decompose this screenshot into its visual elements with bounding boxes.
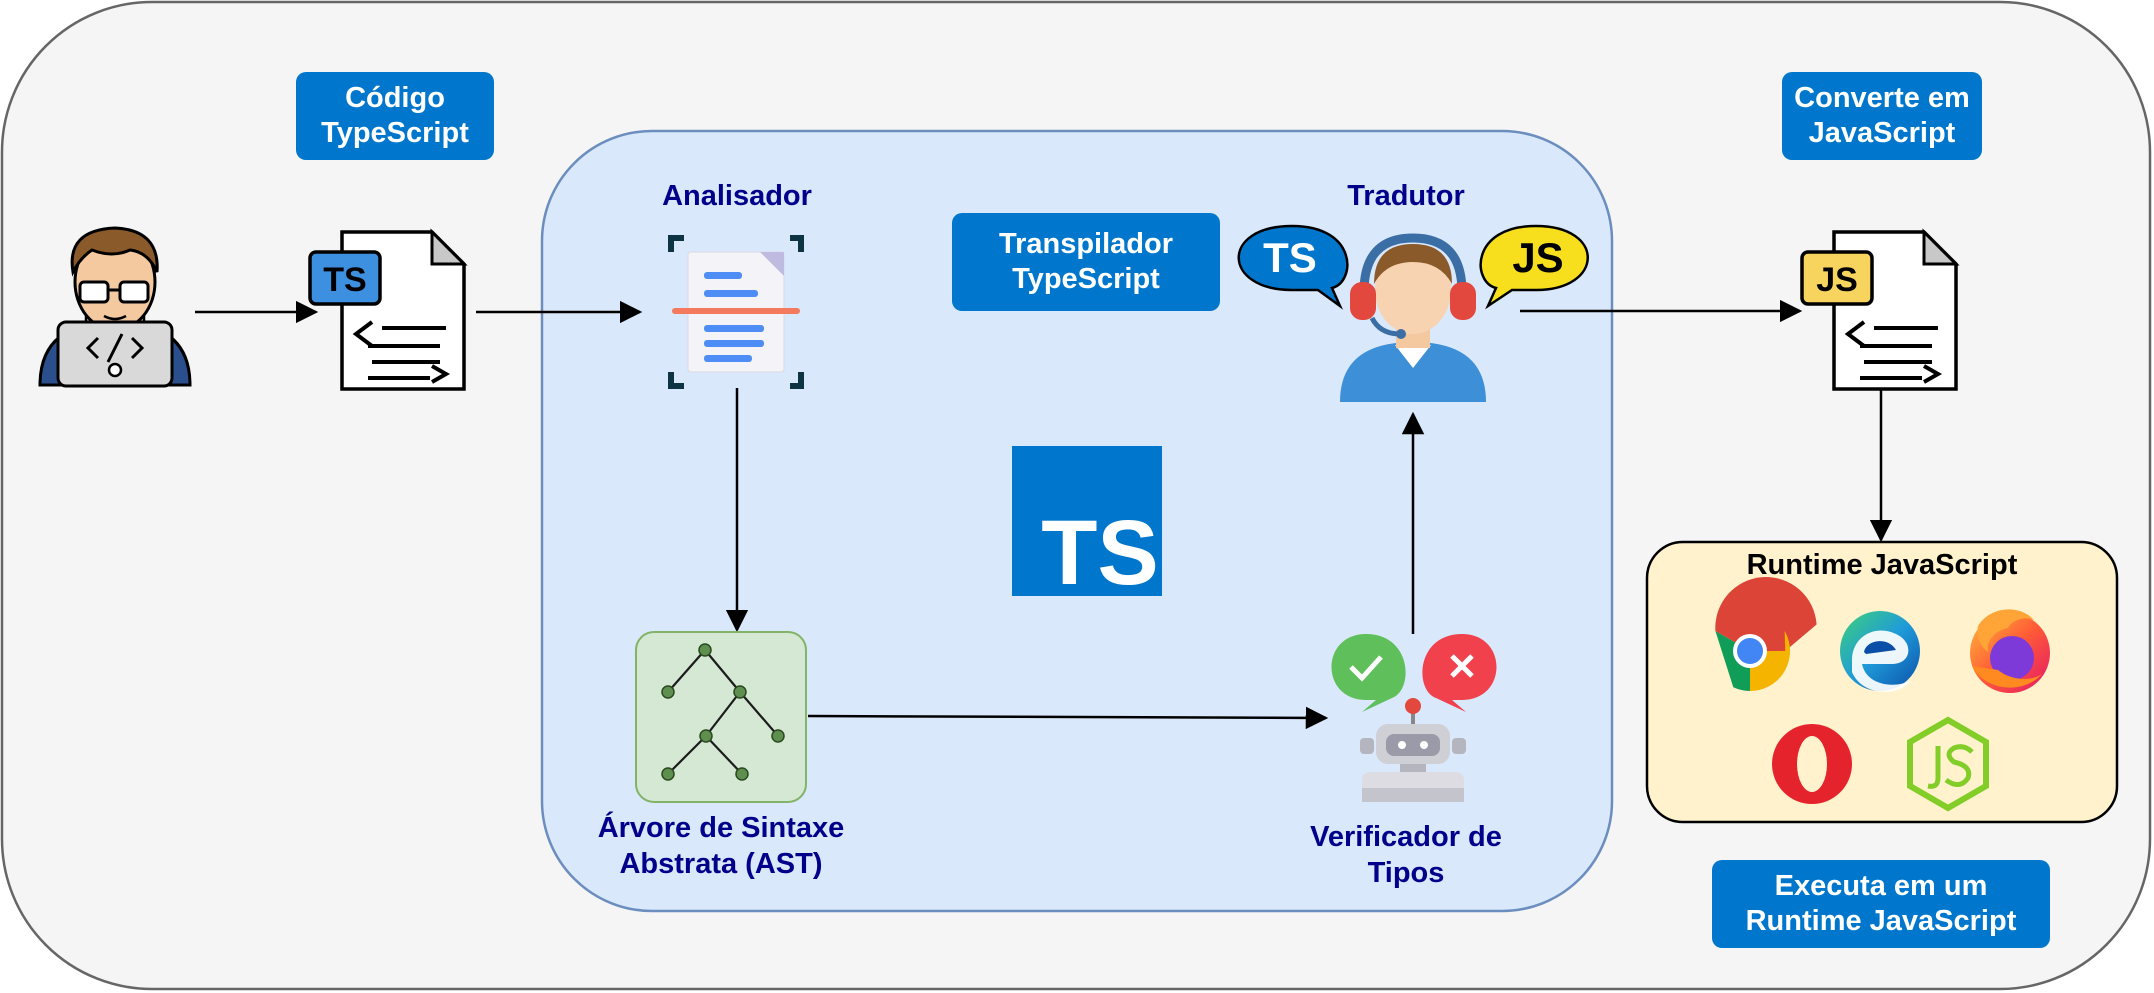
ts-speech-bubble: TS bbox=[1237, 224, 1349, 310]
tradutor-label: Tradutor bbox=[1347, 180, 1465, 212]
analisador-label: Analisador bbox=[662, 180, 812, 212]
ast-tree-icon bbox=[635, 631, 807, 803]
ts-bubble-text: TS bbox=[1263, 234, 1317, 281]
firefox-icon bbox=[1970, 609, 2050, 693]
runtime-javascript-title: Runtime JavaScript bbox=[1746, 549, 2018, 581]
robot-checker-icon bbox=[1331, 634, 1497, 802]
arrow-ast-to-verificador bbox=[807, 706, 1329, 730]
js-bubble-text: JS bbox=[1512, 234, 1563, 281]
scanner-document-icon bbox=[668, 235, 804, 389]
connectors bbox=[195, 299, 1893, 730]
javascript-file-icon: JS bbox=[1800, 228, 1960, 391]
ts-logo-text: TS bbox=[1041, 502, 1159, 604]
edge-icon bbox=[1840, 611, 1920, 692]
ts-file-badge: TS bbox=[323, 261, 366, 299]
js-file-badge: JS bbox=[1816, 261, 1858, 299]
js-speech-bubble: JS bbox=[1479, 224, 1589, 310]
nodejs-icon bbox=[1907, 716, 1989, 812]
typescript-logo: TS bbox=[1012, 446, 1162, 604]
developer-icon bbox=[38, 226, 192, 388]
typescript-file-icon: TS bbox=[308, 228, 468, 391]
opera-icon bbox=[1772, 724, 1852, 804]
chrome-icon bbox=[1715, 577, 1817, 691]
translator-icon bbox=[1340, 233, 1486, 402]
